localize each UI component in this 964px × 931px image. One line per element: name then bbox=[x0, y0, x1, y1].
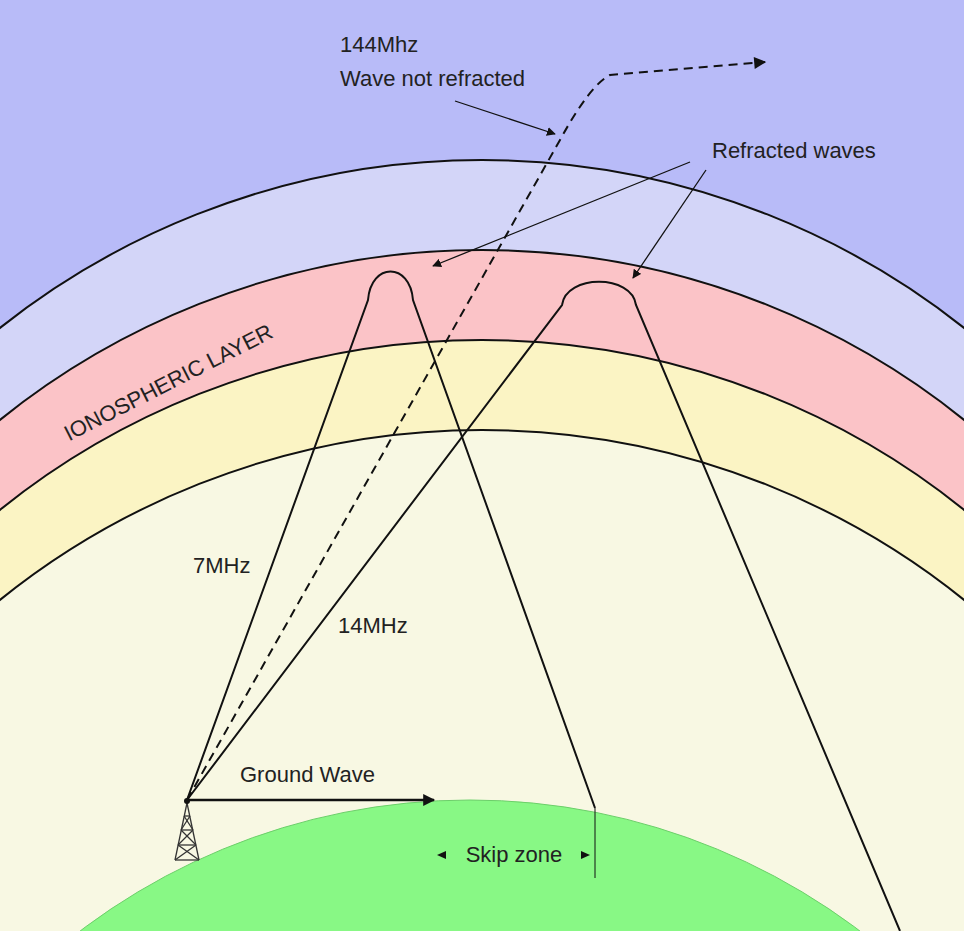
wave-label: Ground Wave bbox=[240, 762, 375, 787]
transmitter-tower bbox=[175, 803, 199, 860]
ray-14mhz bbox=[187, 282, 900, 931]
frequency-label: 7MHz bbox=[193, 553, 250, 578]
skip-zone-arrowhead bbox=[581, 851, 590, 859]
earth-ground bbox=[0, 800, 964, 931]
skip-zone-tick bbox=[595, 808, 596, 878]
callout-text: Refracted waves bbox=[712, 138, 876, 163]
antenna-tip bbox=[184, 798, 190, 804]
leader-line bbox=[633, 170, 706, 278]
ground-wave-arrow bbox=[187, 799, 434, 802]
skip-zone-arrowhead bbox=[437, 851, 446, 859]
leader-line bbox=[455, 101, 555, 134]
atmosphere-band bbox=[0, 430, 964, 931]
frequency-label: 14MHz bbox=[338, 613, 408, 638]
callout-text: Wave not refracted bbox=[340, 66, 525, 91]
zone-label: Skip zone bbox=[466, 842, 563, 867]
ray-144mhz bbox=[187, 62, 765, 800]
frequency-label: 144Mhz bbox=[340, 32, 418, 57]
